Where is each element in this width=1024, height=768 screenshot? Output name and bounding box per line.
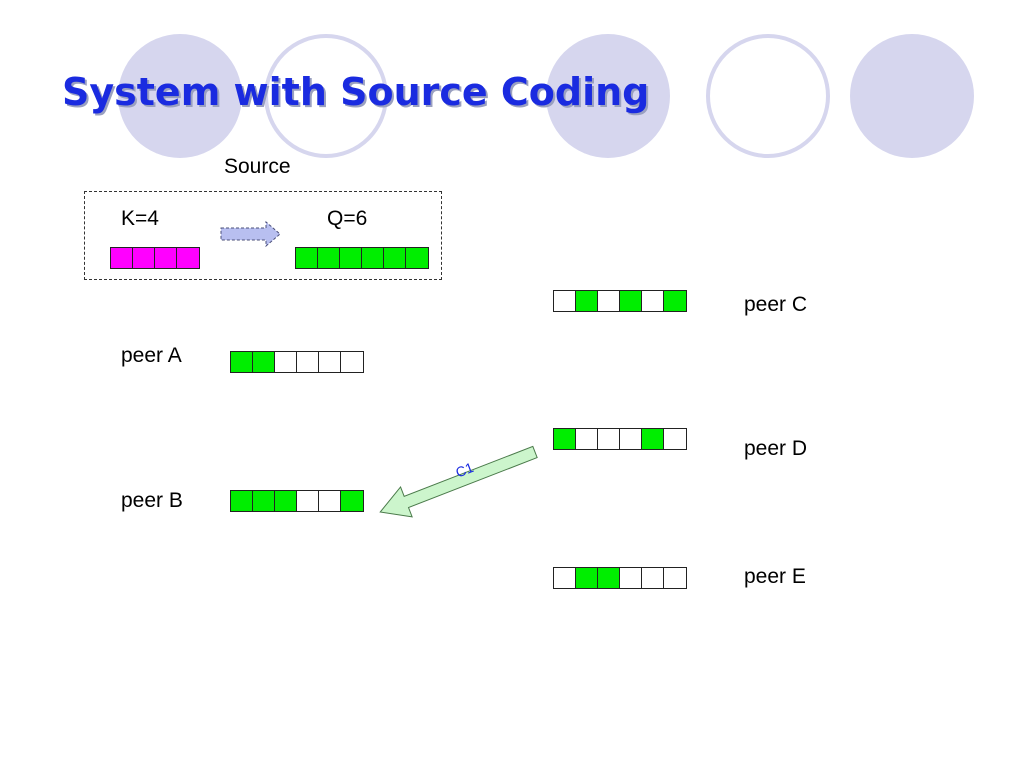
encoded-block-strip — [295, 247, 429, 269]
coded-block — [341, 491, 363, 511]
original-block — [155, 248, 177, 268]
transfer-label: C1 — [453, 459, 476, 480]
empty-block — [642, 291, 664, 311]
coded-block — [642, 429, 664, 449]
coded-block — [275, 491, 297, 511]
coded-block — [598, 568, 620, 588]
source-container — [84, 191, 442, 280]
empty-block — [554, 291, 576, 311]
empty-block — [297, 352, 319, 372]
original-block-strip — [110, 247, 200, 269]
coded-block — [620, 291, 642, 311]
empty-block — [319, 491, 341, 511]
empty-block — [642, 568, 664, 588]
transfer-arrow — [379, 445, 538, 518]
coded-block — [554, 429, 576, 449]
coded-block — [576, 291, 598, 311]
empty-block — [664, 568, 686, 588]
slide-title: System with Source Coding — [62, 70, 650, 114]
empty-block — [297, 491, 319, 511]
peer-d-block-strip — [553, 428, 687, 450]
k-label: K=4 — [121, 207, 159, 230]
coded-block — [318, 248, 340, 268]
source-label: Source — [224, 155, 291, 178]
empty-block — [319, 352, 341, 372]
decor-circle-outline — [264, 34, 388, 158]
empty-block — [664, 429, 686, 449]
coded-block — [384, 248, 406, 268]
coded-block — [253, 491, 275, 511]
q-label: Q=6 — [327, 207, 368, 230]
decor-circle — [118, 34, 242, 158]
empty-block — [554, 568, 576, 588]
coded-block — [340, 248, 362, 268]
empty-block — [620, 429, 642, 449]
coded-block — [253, 352, 275, 372]
empty-block — [620, 568, 642, 588]
coded-block — [231, 491, 253, 511]
empty-block — [341, 352, 363, 372]
coded-block — [231, 352, 253, 372]
peer-d-label: peer D — [744, 437, 808, 460]
peer-c-block-strip — [553, 290, 687, 312]
coded-block — [576, 568, 598, 588]
peer-b-label: peer B — [121, 489, 183, 512]
coded-block — [362, 248, 384, 268]
original-block — [177, 248, 199, 268]
coded-block — [664, 291, 686, 311]
decor-circle — [546, 34, 670, 158]
original-block — [133, 248, 155, 268]
empty-block — [576, 429, 598, 449]
empty-block — [275, 352, 297, 372]
peer-a-label: peer A — [121, 344, 182, 367]
coded-block — [296, 248, 318, 268]
encode-arrow — [220, 220, 281, 248]
peer-a-block-strip — [230, 351, 364, 373]
coded-block — [406, 248, 428, 268]
peer-b-block-strip — [230, 490, 364, 512]
empty-block — [598, 429, 620, 449]
peer-e-block-strip — [553, 567, 687, 589]
decor-circle-outline — [706, 34, 830, 158]
peer-c-label: peer C — [744, 293, 808, 316]
empty-block — [598, 291, 620, 311]
original-block — [111, 248, 133, 268]
decor-circle — [850, 34, 974, 158]
peer-e-label: peer E — [744, 565, 806, 588]
